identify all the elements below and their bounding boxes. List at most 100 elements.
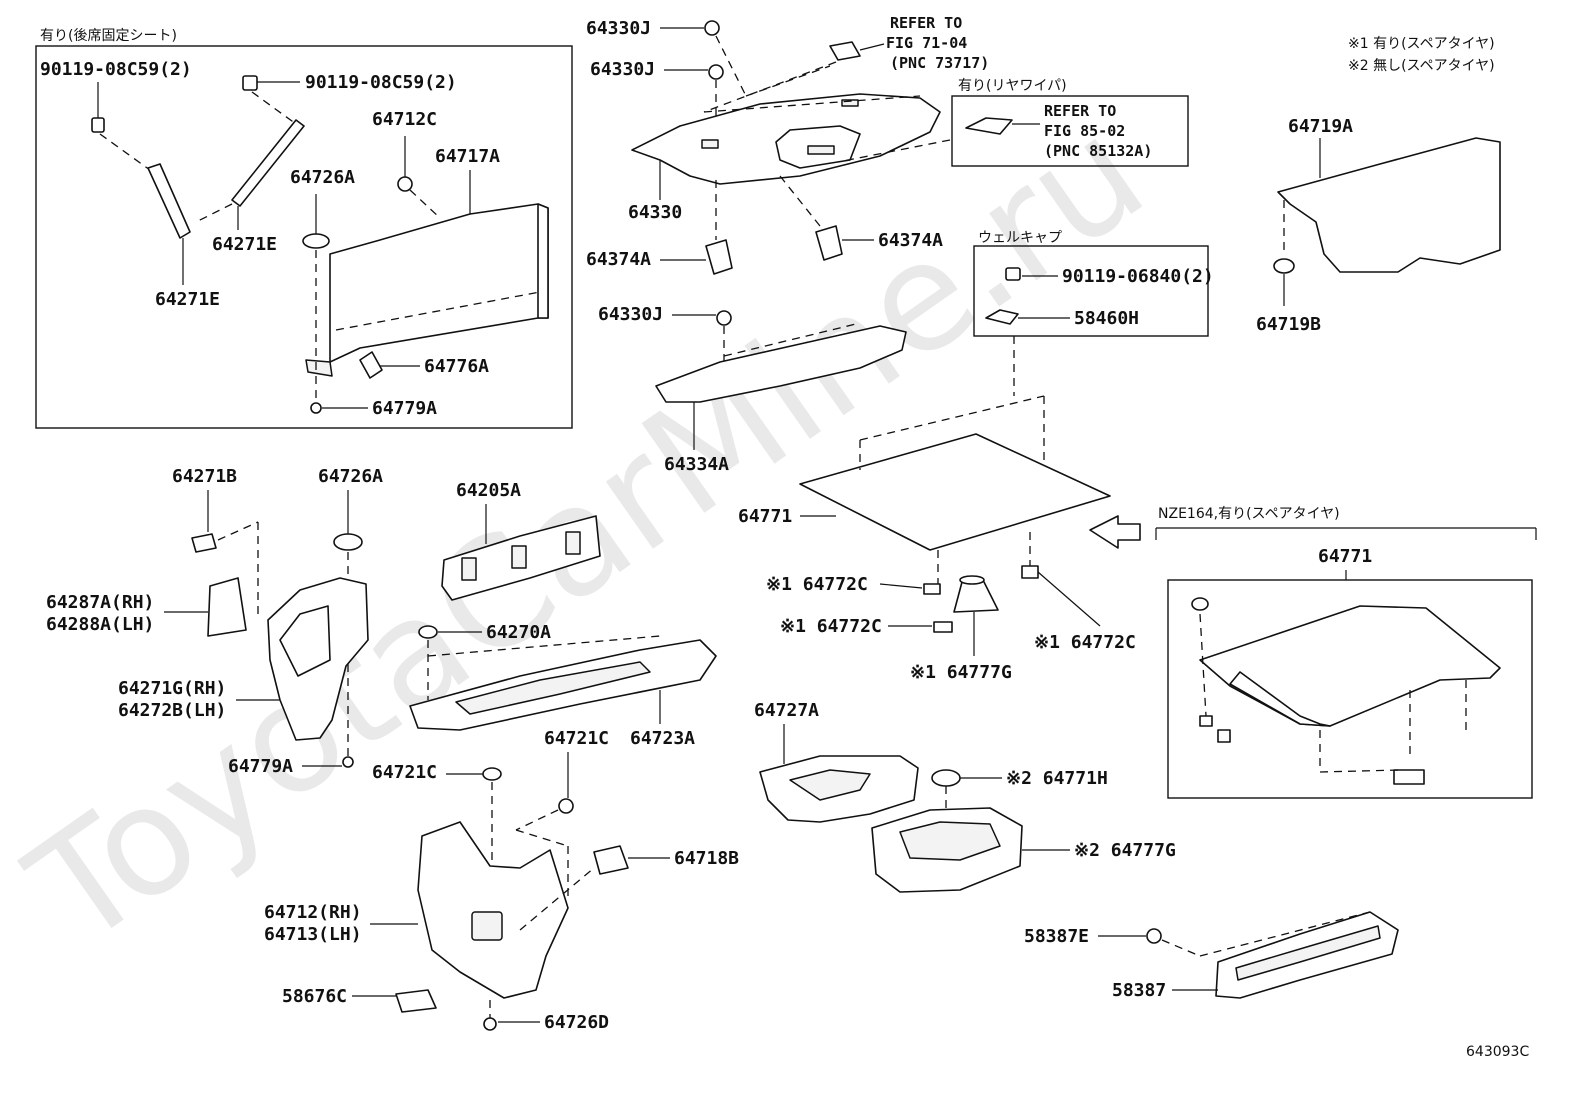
box-title-weld-cap: ウェルキャプ [978,230,1062,246]
part-64726A-clip-mid [333,533,363,551]
box-weld-cap [973,245,1209,337]
label-64374A-right: 64374A [878,230,943,251]
label-64771H: ※2 64771H [1006,768,1108,789]
label-64717A: 64717A [435,146,500,167]
part-64330J-clip-2 [708,64,724,80]
label-64721C-l: 64721C [372,762,437,783]
part-64330J-clip-1 [704,20,720,36]
label-64779A-top: 64779A [372,398,437,419]
label-64726A-mid: 64726A [318,466,383,487]
part-64771-nze-tray [1199,605,1501,727]
label-64334A: 64334A [664,454,729,475]
part-64270A-clip [418,625,438,639]
ref-85-02-line1: REFER TO [1044,102,1116,120]
part-64726A-clip-top [302,233,330,249]
label-64771-box: 64771 [1318,546,1372,567]
legend-note2: ※2 無し(スペアタイヤ) [1348,58,1495,74]
label-64205A: 64205A [456,480,521,501]
label-64723A: 64723A [630,728,695,749]
label-90119-06840: 90119-06840(2) [1062,266,1214,287]
part-64772C-3 [1021,565,1039,579]
part-64717A-panel [305,203,549,377]
box-title-nze164: NZE164,有り(スペアタイヤ) [1158,506,1340,522]
label-64772C-1: ※1 64772C [766,574,868,595]
label-64776A: 64776A [424,356,489,377]
part-64777G-cone [953,575,999,613]
part-64777G-box [871,807,1023,893]
box-rear-seat-fixed [35,45,573,429]
part-58676C-pad [395,989,437,1013]
label-58387E: 58387E [1024,926,1089,947]
part-64287A-cover [207,577,247,637]
ref-71-04-line1: REFER TO [890,14,962,32]
label-64330J-1: 64330J [586,18,651,39]
label-64719A: 64719A [1288,116,1353,137]
label-64726A-top: 64726A [290,167,355,188]
part-90119-bolt-left [91,82,105,133]
label-64719B: 64719B [1256,314,1321,335]
part-64779A-clip-mid [342,756,354,768]
part-64374A-left [705,239,733,275]
label-90119-08C59-a: 90119-08C59(2) [40,59,192,80]
part-64727A-tray [759,755,919,823]
ref-85-02-line2: FIG 85-02 [1044,122,1125,140]
figure-code: 643093C [1466,1044,1529,1060]
part-nze-block [1393,769,1425,785]
label-64271E-b: 64271E [155,289,220,310]
part-64374A-right [815,225,843,261]
part-ref-73717 [829,41,861,61]
label-64777G-1: ※1 64777G [910,662,1012,683]
part-64779A-clip-top [310,402,322,414]
label-64271G: 64271G(RH) [118,678,226,699]
part-64712-trim [417,821,569,999]
part-64271G-trim [267,577,369,741]
legend-note1: ※1 有り(スペアタイヤ) [1348,36,1495,52]
ref-71-04-line2: FIG 71-04 [886,34,967,52]
label-64721C-r: 64721C [544,728,609,749]
label-64330J-3: 64330J [598,304,663,325]
part-64726D-clip [483,1017,497,1031]
label-64727A: 64727A [754,700,819,721]
part-64771H-cap [931,769,961,787]
label-64771-main: 64771 [738,506,792,527]
label-64287A: 64287A(RH) [46,592,154,613]
label-64772C-2: ※1 64772C [780,616,882,637]
label-64712C: 64712C [372,109,437,130]
part-90119-bolt-right [242,75,258,91]
part-90119-06840-bolt [1005,267,1021,281]
box-title-rear-wiper: 有り(リヤワイパ) [958,78,1067,94]
part-64721C-clip-l [482,767,502,781]
label-90119-08C59-b: 90119-08C59(2) [305,72,457,93]
part-nze-pad [1217,729,1231,743]
label-58676C: 58676C [282,986,347,1007]
part-64719B-clip [1273,258,1295,274]
part-58460H-cap [985,309,1019,325]
label-64374A-left: 64374A [586,249,651,270]
label-64777G-2: ※2 64777G [1074,840,1176,861]
part-64271B-clip [191,533,217,553]
box-rear-wiper [951,95,1189,167]
label-64330: 64330 [628,202,682,223]
part-64330-tray [631,93,941,185]
label-64272B: 64272B(LH) [118,700,226,721]
label-64779A-mid: 64779A [228,756,293,777]
part-64776A-bracket [359,351,383,379]
ref-71-04-line3: (PNC 73717) [890,54,989,72]
part-64723A-plate [409,639,717,731]
label-64330J-2: 64330J [590,59,655,80]
part-58387-plate [1215,911,1399,999]
part-64712C-clip [397,176,413,192]
part-nze-clip-top [1191,597,1209,611]
arrow-icon [1089,515,1141,549]
part-64718B-cap [593,845,629,875]
label-64726D: 64726D [544,1012,609,1033]
part-64271E-right-strip [231,119,305,207]
part-64771-mat [799,433,1111,551]
box-nze164 [1167,579,1533,799]
label-64713: 64713(LH) [264,924,362,945]
label-64271E-a: 64271E [212,234,277,255]
part-64721C-clip-r [558,798,574,814]
part-64205A-panel [441,515,601,601]
part-64772C-1 [923,583,941,595]
